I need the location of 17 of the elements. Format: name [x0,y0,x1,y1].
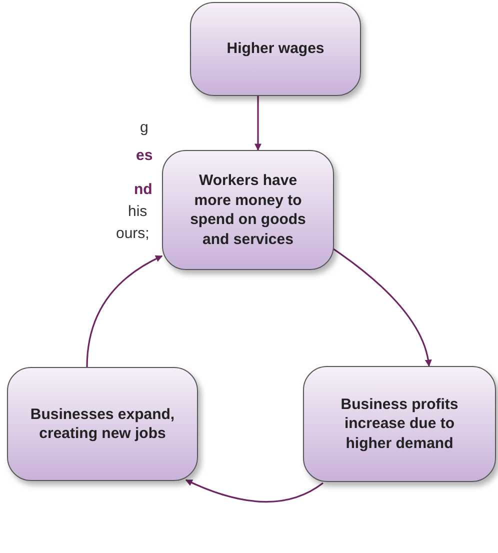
process-box [303,366,496,482]
arrow [185,479,324,503]
text-fragment: es [136,147,153,164]
text-fragment: his [128,203,148,220]
process-box [190,2,361,96]
text-fragment: g [140,119,148,136]
text-fragment: ours; [116,225,150,242]
process-box [162,150,334,270]
arrow [332,247,432,367]
box-text: Higher wages [226,39,324,59]
box-text: Business profits increase due to higher demand [340,394,460,454]
arrow [254,96,262,151]
box-text: Businesses expand, creating new jobs [30,404,175,444]
arrow [86,255,163,368]
process-box [7,367,198,481]
text-fragment: nd [134,181,152,198]
box-text: Workers have more money to spend on goods and services [189,171,307,249]
